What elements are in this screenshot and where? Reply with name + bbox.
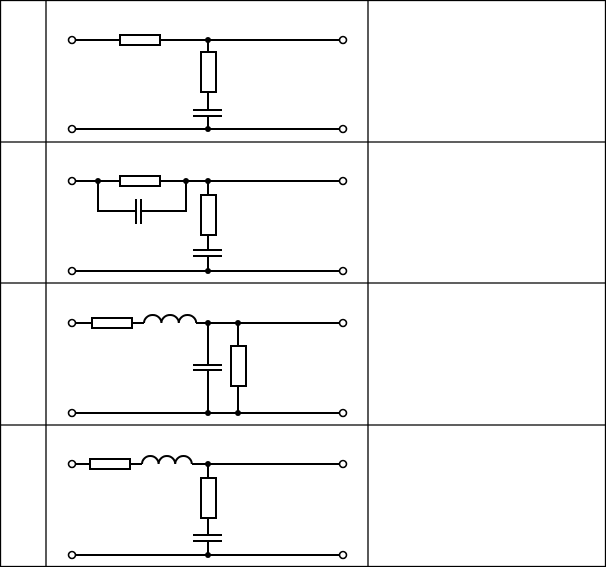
resistor-icon [119,34,161,46]
terminal-icon [338,408,348,418]
terminal-icon [67,176,77,186]
circuit-diagram-2 [67,175,348,276]
resistor-icon [230,345,247,387]
inductor-icon [141,455,193,465]
resistor-icon [91,317,133,329]
terminal-icon [338,124,348,134]
terminal-icon [67,124,77,134]
resistor-icon [119,175,161,187]
terminal-icon [338,176,348,186]
resistor-icon [200,194,217,236]
resistor-icon [89,458,131,470]
circuit-diagram-1 [67,34,348,134]
terminal-icon [67,266,77,276]
circuit-diagram-4 [67,455,348,560]
resistor-icon [200,51,217,93]
resistor-icon [200,477,217,519]
terminal-icon [338,35,348,45]
terminal-icon [338,550,348,560]
terminal-icon [67,318,77,328]
terminal-icon [338,459,348,469]
terminal-icon [338,266,348,276]
terminal-icon [67,550,77,560]
terminal-icon [338,318,348,328]
terminal-icon [67,35,77,45]
terminal-icon [67,408,77,418]
circuit-diagram-3 [67,314,348,418]
terminal-icon [67,459,77,469]
inductor-icon [143,314,198,324]
